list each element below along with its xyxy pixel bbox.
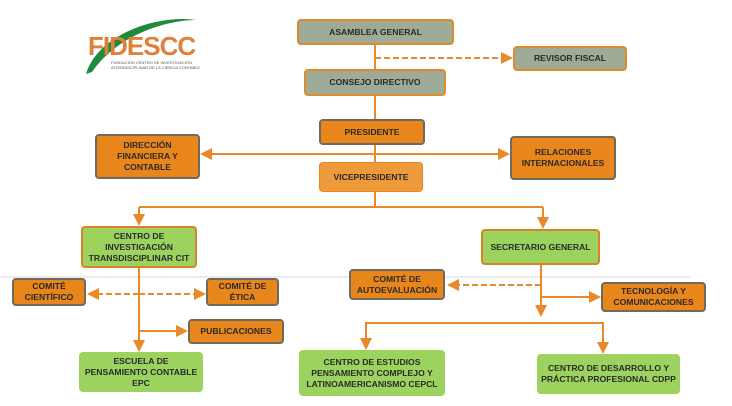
node-revisor-fiscal: REVISOR FISCAL bbox=[513, 46, 627, 71]
node-centro-cdpp: CENTRO DE DESARROLLO Y PRÁCTICA PROFESIO… bbox=[537, 354, 680, 394]
node-presidente: PRESIDENTE bbox=[319, 119, 425, 145]
node-relaciones-internacionales: RELACIONES INTERNACIONALES bbox=[510, 136, 616, 180]
node-consejo-directivo: CONSEJO DIRECTIVO bbox=[304, 69, 446, 96]
fidescc-logo: FIDESCC FUNDACIÓN CENTRO DE INVESTIGACIÓ… bbox=[78, 14, 208, 80]
node-secretario-general: SECRETARIO GENERAL bbox=[481, 229, 600, 265]
node-centro-cepcl: CENTRO DE ESTUDIOS PENSAMIENTO COMPLEJO … bbox=[299, 350, 445, 396]
node-publicaciones: PUBLICACIONES bbox=[188, 319, 284, 344]
node-vicepresidente: VICEPRESIDENTE bbox=[319, 162, 423, 192]
node-tecnologia-comunicaciones: TECNOLOGÍA Y COMUNICACIONES bbox=[601, 282, 706, 312]
logo-name: FIDESCC bbox=[88, 31, 196, 61]
node-asamblea-general: ASAMBLEA GENERAL bbox=[297, 19, 454, 45]
node-cit: CENTRO DE INVESTIGACIÓN TRANSDISCIPLINAR… bbox=[81, 226, 197, 268]
logo-swoosh-icon bbox=[86, 18, 196, 74]
sec-branch-bar bbox=[365, 322, 604, 352]
logo-subtitle: FUNDACIÓN CENTRO DE INVESTIGACIÓN INTERD… bbox=[111, 60, 201, 70]
node-comite-etica: COMITÉ DE ÉTICA bbox=[206, 278, 279, 306]
node-comite-cientifico: COMITÉ CIENTÍFICO bbox=[12, 278, 86, 306]
node-comite-autoevaluacion: COMITÉ DE AUTOEVALUACIÓN bbox=[349, 269, 445, 300]
node-escuela-epc: ESCUELA DE PENSAMIENTO CONTABLE EPC bbox=[79, 352, 203, 392]
node-direccion-financiera: DIRECCIÓN FINANCIERA Y CONTABLE bbox=[95, 134, 200, 179]
